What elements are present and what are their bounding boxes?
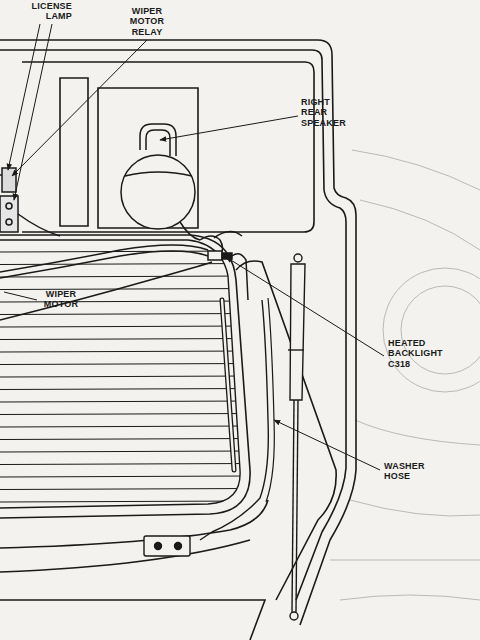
latch-bolt bbox=[155, 543, 162, 550]
heater-grid-line bbox=[0, 389, 250, 390]
washer-hose bbox=[200, 300, 268, 540]
glass-frame bbox=[0, 235, 250, 518]
body-line bbox=[355, 420, 480, 445]
inner-panel bbox=[22, 62, 314, 232]
liftgate-outline bbox=[0, 40, 356, 625]
heater-grid-line bbox=[0, 289, 250, 290]
gas-strut bbox=[290, 264, 305, 400]
wire-harness bbox=[0, 262, 212, 320]
strut-ball bbox=[290, 612, 298, 620]
inner-panel bbox=[60, 78, 88, 226]
heater-grid-line bbox=[0, 314, 250, 315]
wire bbox=[232, 254, 248, 300]
leader-line bbox=[12, 40, 147, 176]
washer-hose bbox=[266, 298, 274, 502]
body-line bbox=[350, 500, 480, 516]
wire-harness bbox=[0, 251, 208, 278]
heater-grid-line bbox=[0, 489, 250, 490]
part-label: LICENSE LAMP bbox=[22, 1, 72, 22]
liftgate-edge bbox=[236, 261, 336, 600]
bus-bar bbox=[222, 300, 234, 470]
wheel-arch bbox=[383, 268, 480, 392]
heater-grid-line bbox=[0, 414, 250, 415]
latch bbox=[144, 536, 190, 556]
leader-line bbox=[160, 116, 298, 140]
bus-bar bbox=[222, 300, 234, 470]
heater-grid-line bbox=[0, 326, 250, 327]
backlight-glass bbox=[0, 240, 240, 508]
leader-line bbox=[226, 257, 384, 356]
part-label: WASHER HOSE bbox=[384, 461, 434, 482]
wiper-motor bbox=[0, 196, 18, 232]
speaker-rim bbox=[125, 172, 192, 176]
strut-rod bbox=[296, 400, 298, 612]
speaker-bracket bbox=[140, 124, 176, 156]
heater-grid-line bbox=[0, 464, 250, 465]
wire bbox=[214, 231, 242, 238]
heater-grid-line bbox=[0, 301, 250, 302]
heater-grid-line bbox=[0, 501, 250, 502]
body-line bbox=[340, 595, 480, 600]
wiper-motor-relay bbox=[2, 168, 16, 192]
strut-band bbox=[288, 349, 304, 350]
speaker-wire bbox=[180, 222, 200, 240]
heater-grid-line bbox=[0, 339, 250, 340]
wire bbox=[0, 174, 2, 176]
heater-grid-line bbox=[0, 439, 250, 440]
wire bbox=[18, 214, 60, 236]
part-label: RIGHT REAR SPEAKER bbox=[301, 97, 357, 128]
wiper-motor-bolt bbox=[6, 203, 12, 209]
leader-line bbox=[4, 292, 37, 300]
part-label: WIPER MOTOR RELAY bbox=[124, 6, 170, 37]
heater-grid-line bbox=[0, 276, 250, 277]
wheel-arch bbox=[401, 286, 480, 374]
heater-grid-line bbox=[0, 451, 250, 452]
part-label: HEATED BACKLIGHT C318 bbox=[388, 338, 458, 369]
heater-grid-line bbox=[0, 364, 250, 365]
liftgate-outline bbox=[0, 50, 346, 600]
liftgate-edge bbox=[0, 540, 250, 572]
leader-line bbox=[14, 24, 52, 200]
heater-grid-line bbox=[0, 351, 250, 352]
wiper-motor-bolt bbox=[6, 219, 12, 225]
heater-grid-line bbox=[0, 476, 250, 477]
speaker-mount bbox=[98, 88, 198, 228]
latch-bolt bbox=[175, 543, 182, 550]
strut-rod bbox=[292, 400, 294, 612]
heater-grid-line bbox=[0, 426, 250, 427]
heater-grid-line bbox=[0, 264, 250, 265]
speaker bbox=[121, 155, 195, 229]
heater-grid-line bbox=[0, 401, 250, 402]
body-line bbox=[360, 200, 480, 250]
strut-ball bbox=[294, 254, 302, 262]
speaker-bracket bbox=[146, 130, 170, 156]
liftgate-edge bbox=[0, 600, 265, 640]
connector-c318 bbox=[208, 251, 222, 260]
heater-grid bbox=[0, 251, 250, 502]
heater-grid-line bbox=[0, 376, 250, 377]
body-line bbox=[330, 560, 480, 561]
leader-line bbox=[8, 24, 40, 170]
leader-line bbox=[274, 420, 380, 470]
body-line bbox=[352, 150, 480, 190]
part-label: WIPER MOTOR bbox=[38, 289, 84, 310]
